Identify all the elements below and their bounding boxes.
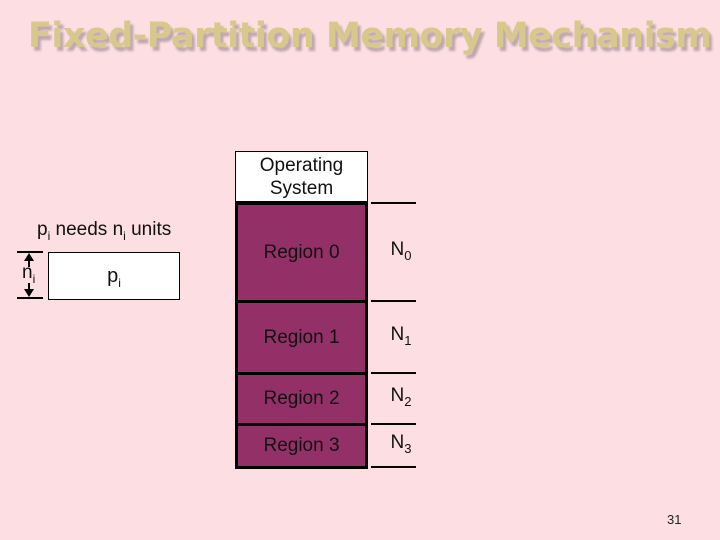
- measure-arrow-down-icon: [24, 289, 34, 297]
- process-box: pi: [48, 252, 180, 300]
- region-size-base-2: N: [390, 385, 405, 406]
- height-label-base: n: [22, 262, 33, 283]
- caption-p: p: [37, 219, 48, 240]
- region-size-sub-3: 3: [404, 440, 412, 456]
- caption-mid: needs n: [50, 219, 124, 240]
- measure-line-lower: [28, 283, 30, 290]
- caption-p-sub: i: [47, 228, 51, 243]
- region-size-label-1: N1: [380, 324, 422, 348]
- height-label: ni: [22, 262, 36, 286]
- region-box-3: Region 3: [238, 423, 365, 466]
- region-size-sub-1: 1: [404, 332, 412, 348]
- height-label-sub: i: [32, 271, 36, 286]
- process-label-sub: i: [118, 275, 121, 290]
- measure-arrow-up-icon: [24, 253, 34, 261]
- region-size-base-3: N: [390, 432, 405, 453]
- needs-caption: pi needs ni units: [37, 219, 172, 243]
- os-box: Operating System: [235, 151, 368, 202]
- region-size-base-0: N: [390, 239, 405, 260]
- page-number: 31: [667, 512, 682, 527]
- size-tick-1: [371, 300, 416, 302]
- caption-tail: units: [125, 219, 172, 240]
- caption-n-sub: i: [123, 228, 126, 243]
- measure-bottom-tick: [17, 297, 43, 299]
- measure-top-tick: [17, 251, 43, 253]
- region-size-sub-0: 0: [404, 247, 412, 263]
- slide-title: Fixed-Partition Memory Mechanism: [28, 16, 712, 56]
- region-size-label-3: N3: [380, 432, 422, 456]
- region-box-2: Region 2: [238, 372, 365, 423]
- region-size-label-2: N2: [380, 385, 422, 409]
- region-box-1: Region 1: [238, 300, 365, 372]
- size-tick-2: [371, 372, 416, 374]
- size-tick-3: [371, 423, 416, 425]
- size-tick-4: [371, 466, 416, 468]
- process-label-base: p: [107, 264, 119, 287]
- os-box-line1: Operating: [259, 155, 344, 176]
- os-box-line2: System: [269, 178, 334, 199]
- region-size-base-1: N: [390, 324, 405, 345]
- region-size-label-0: N0: [380, 239, 422, 263]
- region-size-sub-2: 2: [404, 393, 412, 409]
- region-box-0: Region 0: [263, 241, 340, 263]
- measure-line-upper: [28, 259, 30, 267]
- size-tick-0: [371, 202, 416, 204]
- process-box-label: pi: [107, 264, 121, 290]
